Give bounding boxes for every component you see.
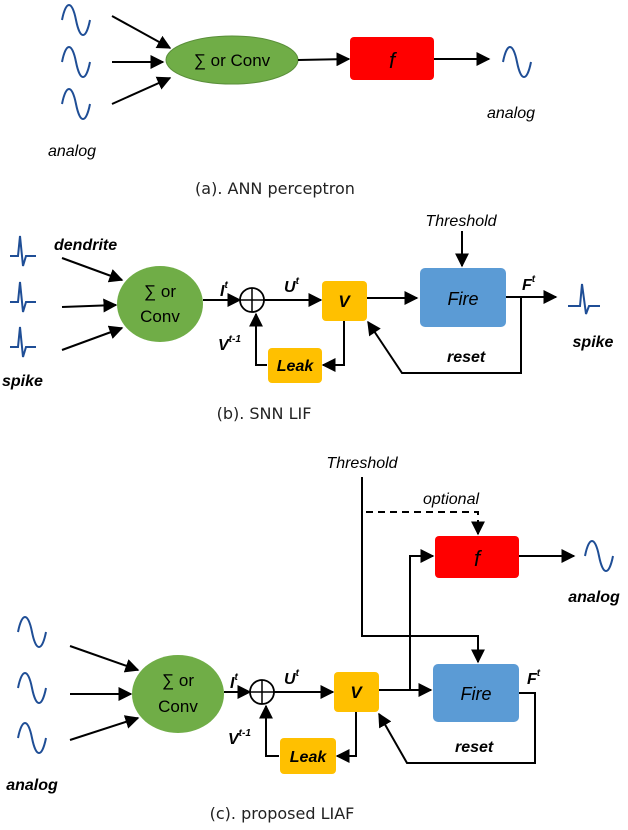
previous-voltage-label: Vt-1 bbox=[218, 334, 241, 354]
sum-conv-node bbox=[132, 655, 224, 733]
spike-icon bbox=[10, 326, 36, 358]
spike-input-label: spike bbox=[2, 373, 43, 390]
voltage-node bbox=[334, 672, 379, 712]
reset-label: reset bbox=[447, 349, 486, 366]
activation-f-label: f bbox=[474, 546, 483, 571]
sum-conv-node bbox=[117, 266, 203, 342]
sum-conv-label: ∑ or Conv bbox=[194, 51, 271, 70]
threshold-label: Threshold bbox=[326, 455, 398, 472]
leak-node bbox=[268, 348, 322, 383]
sum-conv-label-line2: Conv bbox=[158, 697, 198, 716]
spike-output-icon bbox=[568, 283, 600, 315]
analog-wave-icon bbox=[17, 722, 47, 754]
fire-label: Fire bbox=[461, 684, 492, 704]
input-current-label: It bbox=[220, 280, 228, 300]
membrane-potential-label: Ut bbox=[284, 276, 300, 296]
analog-input-label: analog bbox=[48, 143, 96, 160]
panel-ann: ∑ or Conv f analog analog (a). ANN perce… bbox=[48, 4, 535, 198]
spike-icon bbox=[10, 281, 36, 313]
spike-icon bbox=[10, 235, 36, 267]
dendrite-label: dendrite bbox=[54, 237, 117, 254]
voltage-label: V bbox=[350, 683, 363, 702]
analog-output-label: analog bbox=[568, 589, 620, 606]
analog-wave-icon bbox=[61, 4, 91, 36]
sum-conv-label-line1: ∑ or bbox=[144, 282, 176, 301]
voltage-node bbox=[322, 281, 367, 321]
leak-label: Leak bbox=[277, 358, 315, 375]
optional-label: optional bbox=[423, 491, 479, 508]
spike-output-label: spike bbox=[573, 334, 614, 351]
analog-output-label: analog bbox=[487, 105, 535, 122]
analog-input-label: analog bbox=[6, 777, 58, 794]
analog-output-wave-icon bbox=[584, 540, 614, 572]
leak-node bbox=[280, 738, 336, 774]
analog-wave-icon bbox=[61, 46, 91, 78]
activation-f-node bbox=[435, 536, 519, 578]
threshold-label: Threshold bbox=[425, 213, 497, 230]
caption-ann: (a). ANN perceptron bbox=[195, 179, 355, 198]
activation-f-label: f bbox=[389, 48, 398, 73]
membrane-potential-label: Ut bbox=[284, 668, 300, 688]
fire-node bbox=[433, 664, 519, 722]
analog-wave-icon bbox=[17, 672, 47, 704]
fire-node bbox=[420, 268, 506, 327]
voltage-label: V bbox=[338, 292, 351, 311]
activation-f-node bbox=[350, 37, 434, 80]
fire-output-label: Ft bbox=[527, 668, 541, 688]
caption-snn: (b). SNN LIF bbox=[217, 404, 312, 423]
analog-wave-icon bbox=[17, 616, 47, 648]
sum-conv-label-line2: Conv bbox=[140, 307, 180, 326]
fire-label: Fire bbox=[448, 289, 479, 309]
sum-conv-label-line1: ∑ or bbox=[162, 671, 194, 690]
panel-liaf: Threshold optional f analog analog ∑ or … bbox=[6, 455, 620, 823]
fire-output-label: Ft bbox=[522, 274, 536, 294]
reset-label: reset bbox=[455, 739, 494, 756]
input-current-label: It bbox=[230, 672, 238, 692]
caption-liaf: (c). proposed LIAF bbox=[210, 804, 355, 823]
panel-snn: dendrite spike ∑ or Conv It Ut V Thresho… bbox=[2, 213, 614, 423]
analog-output-wave-icon bbox=[502, 46, 532, 78]
analog-wave-icon bbox=[61, 88, 91, 120]
leak-label: Leak bbox=[290, 749, 328, 766]
previous-voltage-label: Vt-1 bbox=[228, 728, 251, 748]
